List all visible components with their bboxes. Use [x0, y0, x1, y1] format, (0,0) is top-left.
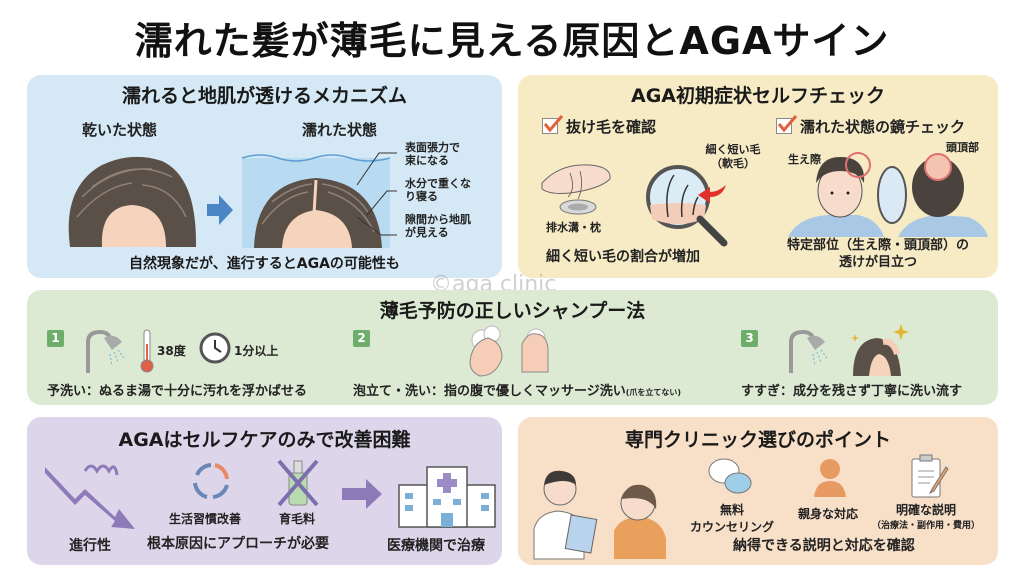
clipboard-pen-icon — [911, 454, 949, 498]
mirror-check-heading: 濡れた状態の鏡チェック — [800, 118, 966, 136]
red-arrow-icon — [698, 185, 726, 203]
clinic-panel: 専門クリニック選びのポイント 無料カウンセリング 親身な対応 明確な説明（治療法… — [518, 417, 998, 565]
dry-state-label: 乾いた状態 — [82, 121, 158, 139]
hair-loss-footer: 細く短い毛の割合が増加 — [546, 249, 700, 265]
hospital-icon — [398, 466, 496, 528]
mirror-check-footer: 特定部位（生え際・頭頂部）の透けが目立つ — [786, 238, 969, 270]
mechanism-footer: 自然現象だが、進行するとAGAの可能性も — [129, 256, 400, 272]
magnifier-icon — [646, 165, 728, 247]
callout-lines — [356, 152, 397, 236]
callout-scalp-visible: 隙間から地肌が見える — [405, 213, 471, 239]
shampoo-title: 薄毛予防の正しいシャンプー法 — [379, 300, 646, 322]
step-1-badge: 1 — [47, 330, 64, 347]
mechanism-title: 濡れると地肌が透けるメカニズム — [121, 85, 407, 107]
selfcare-title: AGAはセルフケアのみで改善困難 — [118, 429, 411, 451]
duration-label: 1分以上 — [234, 344, 279, 358]
root-cause-label: 根本原因にアプローチが必要 — [147, 536, 329, 552]
free-counseling-label: 無料カウンセリング — [689, 503, 774, 534]
hair-tonic-crossed-icon — [277, 459, 319, 507]
step-3-caption: すすぎ：成分を残さず丁寧に洗い流す — [741, 384, 963, 399]
man-mirror-illustration — [788, 152, 988, 237]
thermometer-icon — [140, 329, 154, 373]
checkbox-mirror-check — [776, 118, 792, 134]
page-title: 濡れた髪が薄毛に見える原因とAGAサイン — [134, 19, 890, 63]
hospital-label: 医療機関で治療 — [387, 538, 485, 554]
arrow-right-icon — [342, 479, 382, 509]
doctor-patient-illustration — [533, 470, 666, 560]
source-label: 排水溝・枕 — [546, 221, 601, 234]
hairline-label: 生え際 — [788, 153, 821, 166]
selfcheck-panel: AGA初期症状セルフチェック 抜け毛を確認 排水溝・枕 細く短い毛（軟毛） 細く… — [518, 75, 998, 278]
progressive-label: 進行性 — [69, 538, 111, 554]
cycle-arrows-icon — [193, 463, 229, 499]
step-2-badge: 2 — [353, 330, 370, 347]
hand-with-hair-illustration — [541, 164, 611, 215]
dry-hair-illustration — [68, 156, 197, 247]
check-mark-icon — [543, 115, 564, 133]
check-mark-icon — [777, 115, 798, 133]
wet-state-label: 濡れた状態 — [302, 121, 378, 139]
clinic-footer: 納得できる説明と対応を確認 — [733, 538, 915, 554]
callout-water-weight: 水分で重くなり寝る — [405, 177, 471, 203]
checkbox-hair-loss — [542, 118, 558, 134]
shower-icon — [789, 329, 828, 373]
clock-icon — [199, 332, 231, 364]
caring-support-label: 親身な対応 — [798, 507, 859, 521]
selfcheck-title: AGA初期症状セルフチェック — [630, 85, 885, 107]
washing-hands-icon — [469, 325, 549, 377]
shower-icon — [86, 329, 125, 373]
mechanism-panel: 濡れると地肌が透けるメカニズム 乾いた状態 濡れた状態 表面張力で束になる 水分… — [27, 75, 502, 278]
step-2-caption: 泡立て・洗い：指の腹で優しくマッサージ洗い(爪を立てない) — [353, 384, 682, 399]
step-3-badge: 3 — [741, 330, 758, 347]
shampoo-panel: 薄毛予防の正しいシャンプー法 1 38度 1分以上 予洗い：ぬるま湯で十分に汚れ… — [27, 290, 998, 405]
tonic-label: 育毛料 — [279, 512, 316, 526]
lifestyle-label: 生活習慣改善 — [169, 512, 242, 526]
clinic-title: 専門クリニック選びのポイント — [624, 429, 891, 451]
arrow-right-icon — [207, 195, 233, 225]
selfcare-panel: AGAはセルフケアのみで改善困難 進行性 生活習慣改善 育毛料 根本原因にアプロ… — [27, 417, 502, 565]
vellus-hair-label: 細く短い毛（軟毛） — [705, 143, 761, 170]
person-icon — [814, 459, 846, 497]
hair-loss-heading: 抜け毛を確認 — [566, 118, 657, 136]
declining-arrow-icon — [45, 464, 135, 529]
callout-surface-tension: 表面張力で束になる — [405, 141, 460, 167]
rinsing-hair-icon — [851, 324, 909, 376]
chat-bubbles-icon — [708, 458, 752, 494]
step-1-caption: 予洗い：ぬるま湯で十分に汚れを浮かばせる — [47, 384, 308, 399]
temperature-label: 38度 — [157, 344, 186, 358]
clear-explanation-label: 明確な説明（治療法・副作用・費用） — [871, 503, 980, 531]
crown-label: 頭頂部 — [946, 141, 979, 154]
